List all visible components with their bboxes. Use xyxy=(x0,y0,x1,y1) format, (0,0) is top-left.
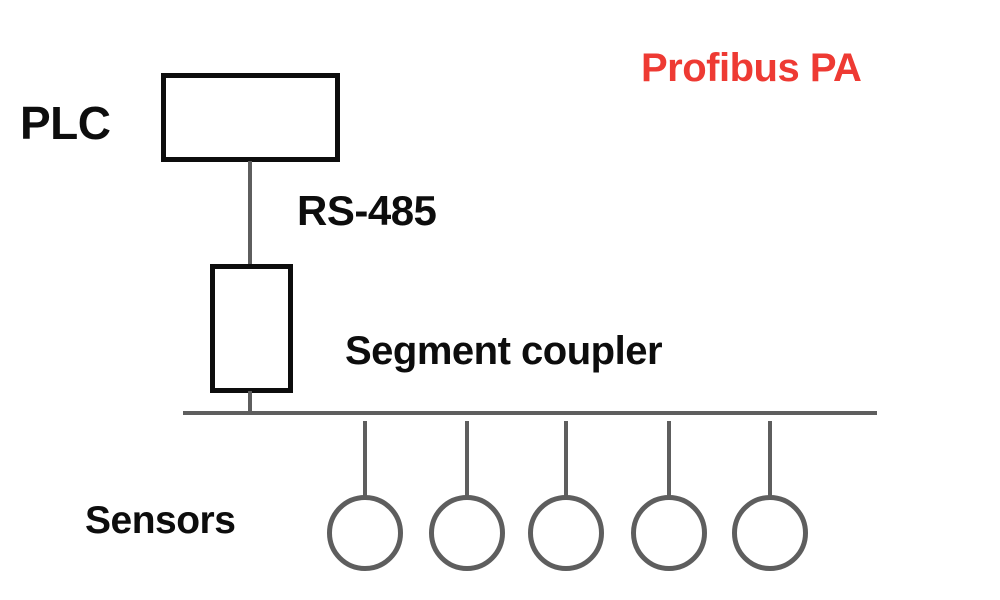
sensor-circle xyxy=(528,495,604,571)
sensor-nodes xyxy=(327,421,847,573)
rs485-label: RS-485 xyxy=(297,187,437,234)
sensor-node xyxy=(732,421,808,572)
diagram-title: Profibus PA xyxy=(641,46,862,90)
sensor-circle xyxy=(631,495,707,571)
pa-bus-line xyxy=(183,411,877,415)
sensor-node xyxy=(327,421,403,572)
sensor-drop-line xyxy=(465,421,469,496)
coupler-to-bus-line xyxy=(248,391,252,413)
segment-coupler-label: Segment coupler xyxy=(345,329,663,373)
sensor-drop-line xyxy=(768,421,772,496)
sensor-circle xyxy=(327,495,403,571)
sensors-label: Sensors xyxy=(85,499,236,542)
sensor-circle xyxy=(732,495,808,571)
sensor-node xyxy=(429,421,505,572)
rs485-link-line xyxy=(248,161,252,265)
sensor-drop-line xyxy=(564,421,568,496)
plc-box xyxy=(161,73,340,162)
sensor-drop-line xyxy=(667,421,671,496)
sensor-node xyxy=(631,421,707,572)
plc-label: PLC xyxy=(20,97,111,149)
segment-coupler-box xyxy=(210,264,293,393)
sensor-circle xyxy=(429,495,505,571)
sensor-node xyxy=(528,421,604,572)
sensor-drop-line xyxy=(363,421,367,496)
